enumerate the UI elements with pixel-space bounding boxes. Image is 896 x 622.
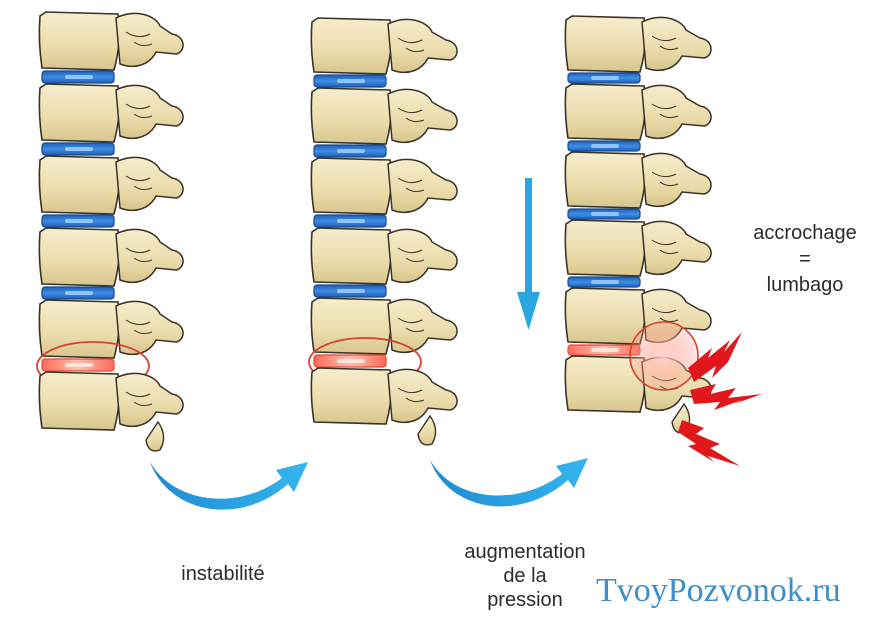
vertebra	[310, 297, 458, 355]
spine-middle	[308, 17, 458, 446]
intervertebral-disc	[567, 208, 641, 220]
intervertebral-disc	[41, 70, 115, 84]
pressure-increase-label: augmentation de la pression	[440, 540, 610, 612]
vertebra	[38, 371, 184, 431]
lumbago-line-1: accrochage	[753, 222, 857, 244]
watermark: TvoyPozvonok.ru	[596, 572, 841, 609]
vertebra	[564, 219, 712, 277]
lumbago-label: accrochage = lumbago	[740, 220, 870, 298]
intervertebral-disc	[567, 72, 641, 84]
intervertebral-disc	[41, 214, 115, 228]
vertebra	[38, 299, 184, 359]
instability-label: instabilité	[181, 563, 265, 585]
intervertebral-disc	[313, 214, 387, 228]
pain-highlight-circle	[629, 321, 699, 391]
spine-left	[36, 11, 184, 452]
vertebra	[564, 83, 712, 141]
pressure-line-2: de la	[503, 565, 547, 587]
vertebra	[310, 367, 458, 425]
vertebra	[310, 157, 458, 215]
vertebra	[564, 151, 712, 209]
inflamed-disc	[41, 358, 115, 372]
vertebra	[310, 17, 458, 75]
vertebra	[38, 155, 184, 215]
vertebra	[38, 11, 184, 71]
lightning-bolt-icon	[688, 332, 742, 382]
inflamed-disc	[567, 344, 641, 356]
vertebra	[310, 87, 458, 145]
intervertebral-disc	[313, 284, 387, 298]
intervertebral-disc	[41, 286, 115, 300]
lightning-bolt-icon	[678, 420, 740, 466]
intervertebral-disc	[313, 144, 387, 158]
pressure-line-1: augmentation	[464, 541, 586, 563]
inflamed-disc	[313, 354, 387, 368]
lumbago-line-2: =	[799, 248, 811, 270]
vertebra	[564, 15, 712, 73]
bone-spur	[417, 414, 437, 446]
intervertebral-disc	[567, 140, 641, 152]
intervertebral-disc	[567, 276, 641, 288]
vertebra	[310, 227, 458, 285]
vertebra	[38, 83, 184, 143]
intervertebral-disc	[313, 74, 387, 88]
intervertebral-disc	[41, 142, 115, 156]
spine-right	[564, 15, 712, 434]
lumbago-line-3: lumbago	[766, 274, 844, 296]
lightning-bolt-icon	[690, 384, 762, 410]
curved-arrow-icon	[150, 462, 308, 510]
curved-arrow-icon	[430, 458, 588, 507]
pressure-line-3: pression	[487, 589, 563, 611]
vertebra	[38, 227, 184, 287]
bone-spur	[145, 420, 165, 452]
down-arrow-icon	[517, 178, 540, 330]
